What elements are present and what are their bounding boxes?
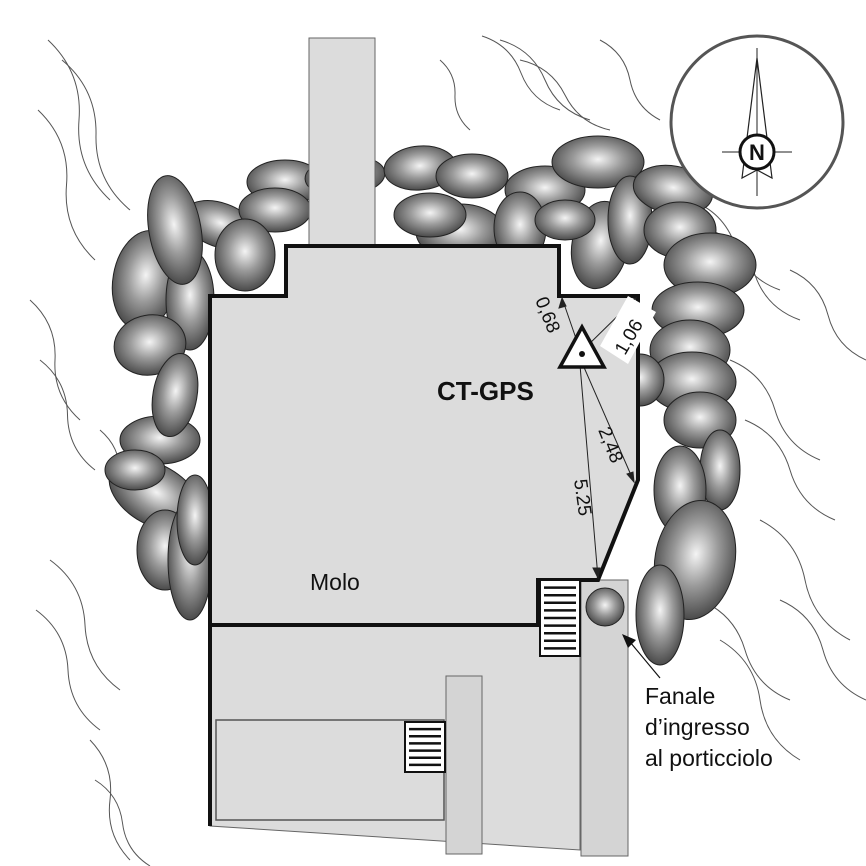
rock: [176, 474, 214, 566]
wave-line: [47, 39, 111, 201]
wave-line: [39, 359, 96, 471]
wave-line: [439, 59, 471, 131]
rock: [635, 564, 685, 666]
lighthouse-pointer: [622, 634, 661, 679]
rock: [393, 192, 467, 238]
wave-line: [729, 359, 821, 461]
wave-line: [759, 519, 851, 641]
survey-triangle-icon: [557, 323, 607, 369]
rock: [534, 199, 596, 241]
wave-line: [599, 39, 661, 121]
wave-line: [35, 609, 101, 731]
rock: [151, 352, 199, 438]
wave-line: [779, 599, 866, 701]
lighthouse-label-line3: al porticciolo: [645, 745, 773, 771]
wave-line: [519, 59, 611, 131]
wave-line: [49, 559, 121, 691]
pier-label: Molo: [310, 569, 360, 595]
rock: [551, 135, 645, 189]
compass-rose-icon: N: [669, 34, 845, 210]
north-jetty: [308, 37, 376, 254]
rock: [104, 449, 166, 491]
wave-line: [29, 299, 81, 421]
wave-line: [719, 639, 801, 761]
wave-line: [789, 269, 866, 361]
wave-line: [499, 39, 591, 121]
lighthouse-light-icon: [585, 587, 625, 627]
station-label: CT-GPS: [437, 376, 534, 406]
stairs-icon: [539, 579, 581, 657]
wave-line: [37, 109, 96, 261]
measure-label-box: [600, 296, 656, 364]
wave-line: [94, 779, 151, 866]
quay-walkway: [445, 675, 483, 855]
lighthouse-label-line2: d’ingresso: [645, 714, 750, 740]
pier-platform: [208, 244, 640, 627]
rock: [147, 175, 203, 285]
wave-line: [89, 739, 131, 861]
compass-north-label: N: [749, 140, 765, 165]
wave-line: [481, 35, 561, 111]
lighthouse-label-line1: Fanale: [645, 683, 715, 709]
measurement-5-25: 5.25: [569, 478, 595, 518]
wave-line: [61, 59, 131, 211]
stairs-icon: [404, 721, 446, 773]
wave-line: [699, 599, 791, 701]
rock: [214, 218, 276, 292]
rock: [435, 153, 509, 199]
wave-line: [744, 419, 836, 521]
